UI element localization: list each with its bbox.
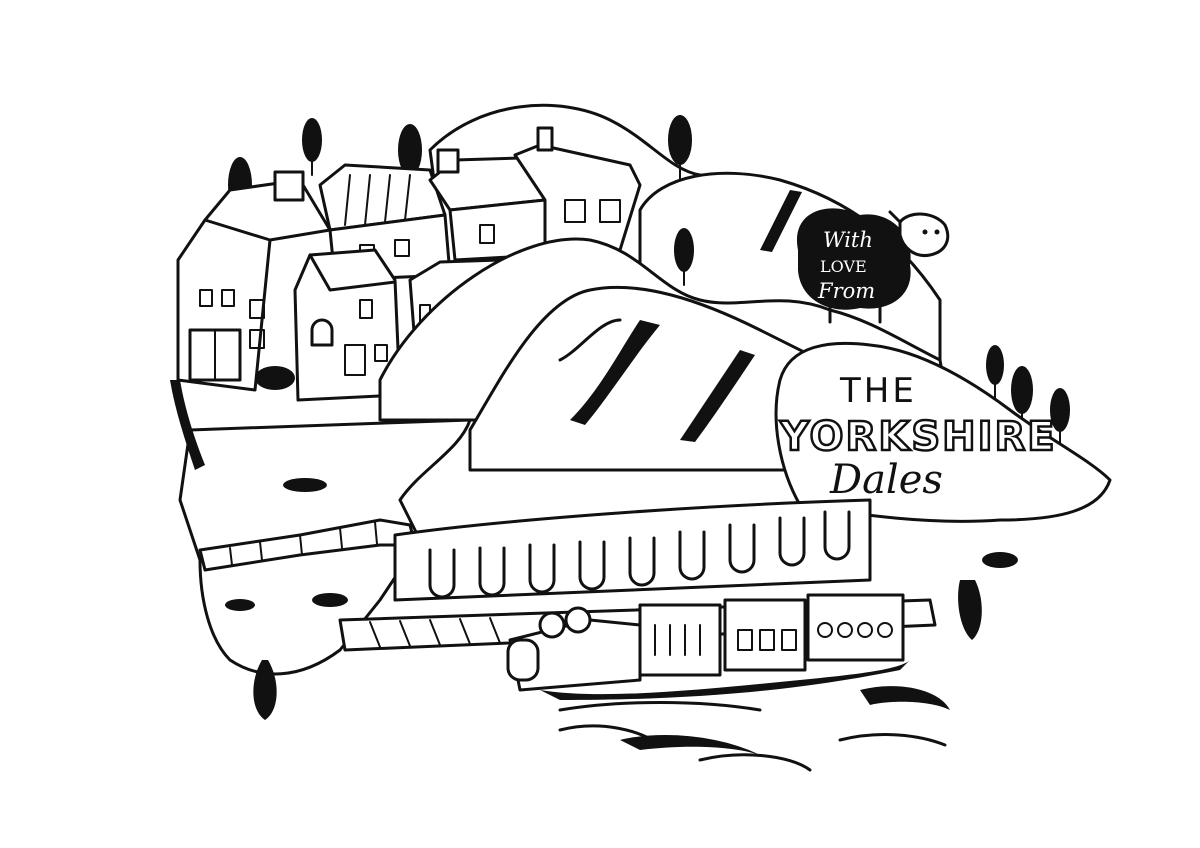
river — [558, 686, 950, 772]
house-icon — [318, 163, 452, 282]
title-hill: THE YORKSHIRE Dales — [774, 341, 1112, 523]
house-icon — [176, 170, 332, 392]
title-line1: THE — [839, 371, 917, 411]
steam-train-icon — [506, 593, 910, 700]
house-icon — [428, 126, 642, 262]
sheep-badge-line2: LOVE — [820, 257, 867, 276]
sheep-badge-line3: From — [817, 279, 875, 303]
sheep-icon: With LOVE From — [796, 208, 950, 324]
house-icon — [293, 248, 402, 402]
title-line3: Dales — [829, 457, 943, 503]
sheep-badge-line1: With — [823, 228, 873, 252]
title-line2: YORKSHIRE — [779, 414, 1057, 460]
